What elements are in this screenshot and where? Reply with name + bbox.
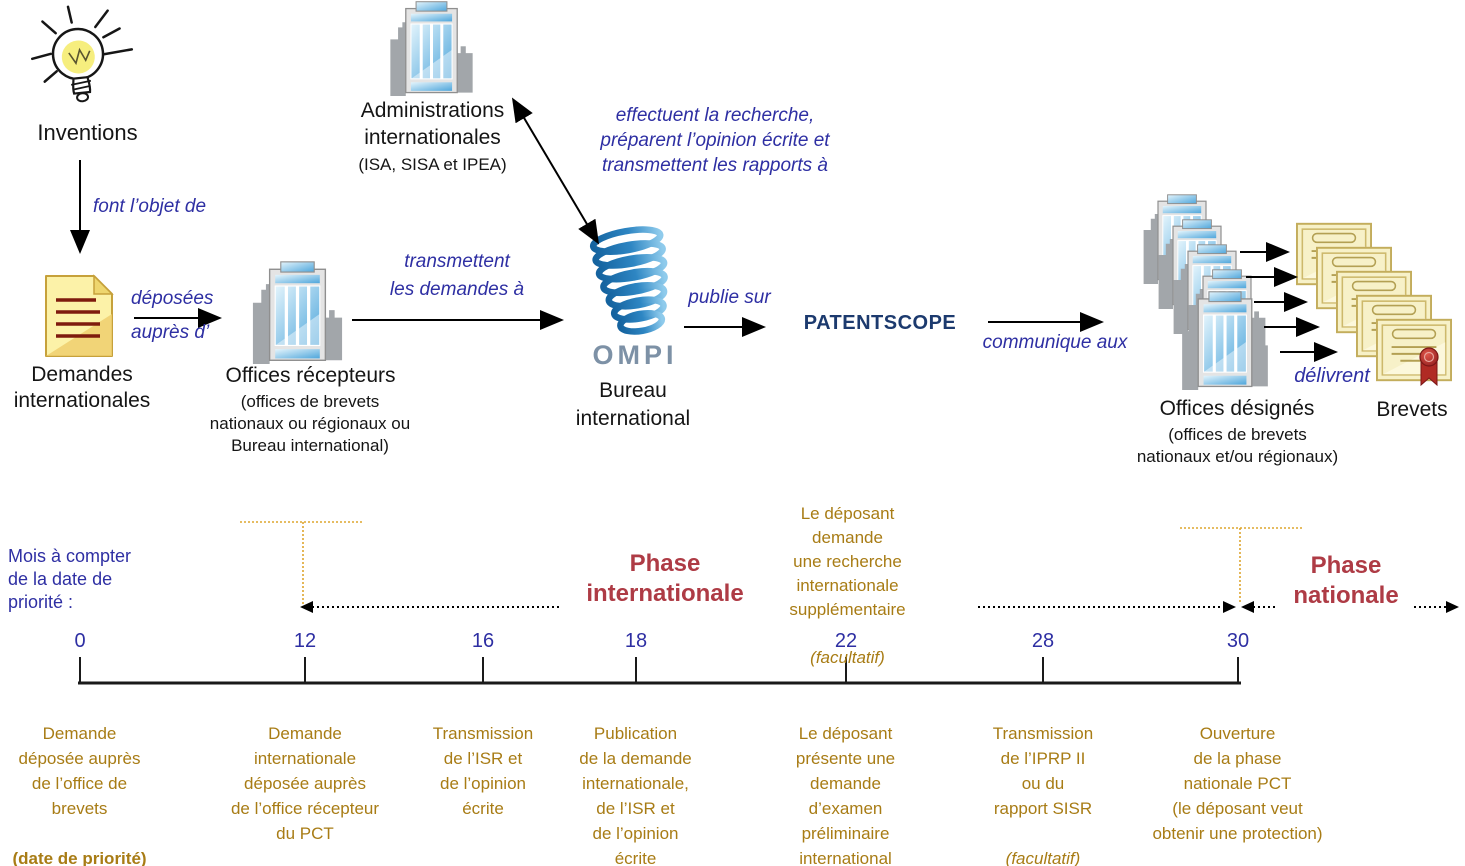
ompi-wordmark: OMPI xyxy=(592,340,678,370)
phase-internationale-label: Phase internationale xyxy=(586,550,744,607)
event-italic-note: (facultatif) xyxy=(1005,849,1081,866)
administrations-internationales-label: Administrations internationales xyxy=(360,99,505,149)
brevets-label: Brevets xyxy=(1376,398,1448,421)
transmettent-demandes-annotation: transmettent les demandes à xyxy=(389,251,525,300)
month-label-0: 0 xyxy=(74,630,86,652)
event-text: Transmission de l’IPRP II ou du rapport … xyxy=(992,724,1094,818)
event-text: Le déposant présente une demande d’exame… xyxy=(795,724,896,866)
administrations-subtitle: (ISA, SISA et IPEA) xyxy=(358,155,507,174)
flow-arrows xyxy=(70,97,1338,362)
timeline-event-month-12: Demande internationale déposée auprès de… xyxy=(205,696,405,866)
month-label-16: 16 xyxy=(471,630,495,652)
month-label-22: 22 xyxy=(834,630,858,652)
event-text: Publication de la demande internationale… xyxy=(579,724,692,866)
ompi-spiral-logo xyxy=(589,226,668,335)
delivrent-annotation: délivrent xyxy=(1294,365,1370,387)
event-bold-note: (date de priorité) xyxy=(12,849,147,866)
month-label-12: 12 xyxy=(293,630,317,652)
timeline-event-month-0: Demande déposée auprès de l’office de br… xyxy=(0,696,167,866)
effectuent-recherche-annotation: effectuent la recherche, préparent l’opi… xyxy=(600,105,830,176)
offices-designes-subtitle: (offices de brevets nationaux et/ou régi… xyxy=(1136,425,1339,466)
deposees-aupres-annotation: déposées auprès d’ xyxy=(131,288,214,343)
offices-recepteurs-label: Offices récepteurs xyxy=(225,364,396,387)
month-label-18: 18 xyxy=(624,630,648,652)
patentscope-label: PATENTSCOPE xyxy=(803,312,957,334)
timeline-axis xyxy=(78,657,1241,685)
inventions-label: Inventions xyxy=(37,120,138,145)
timeline-event-month-16: Transmission de l’ISR et de l’opinion éc… xyxy=(403,696,563,846)
month-label-30: 30 xyxy=(1226,630,1250,652)
priority-bracket-month-30 xyxy=(1180,527,1302,604)
document-icon xyxy=(45,274,114,357)
priority-bracket-month-12 xyxy=(240,521,362,604)
offices-recepteurs-subtitle: (offices de brevets nationaux ou régiona… xyxy=(209,392,411,455)
phase-span-arrows xyxy=(300,601,1459,613)
event-text: Demande déposée auprès de l’office de br… xyxy=(18,724,141,818)
publie-sur-annotation: publie sur xyxy=(688,287,771,308)
lightbulb-icon xyxy=(31,5,134,103)
bureau-international-label: Bureau international xyxy=(575,379,691,430)
building-stack-designated-offices xyxy=(1142,193,1270,390)
timeline-event-month-30: Ouverture de la phase nationale PCT (le … xyxy=(1120,696,1355,866)
month-label-28: 28 xyxy=(1031,630,1055,652)
event-text: Demande internationale déposée auprès de… xyxy=(230,724,380,843)
sisr-note-facultatif: (facultatif) xyxy=(810,648,885,667)
event-text: Ouverture de la phase nationale PCT (le … xyxy=(1152,724,1323,843)
phase-nationale-label: Phase nationale xyxy=(1293,552,1399,609)
building-icon-international-authorities xyxy=(388,0,475,96)
certificate-stack-patents xyxy=(1296,222,1452,387)
communique-aux-annotation: communique aux xyxy=(982,332,1128,353)
timeline-event-month-22: Le déposant présente une demande d’exame… xyxy=(763,696,928,866)
offices-designes-label: Offices désignés xyxy=(1159,397,1315,420)
font-objet-de-annotation: font l’objet de xyxy=(93,196,207,217)
timeline-intro-label: Mois à compter de la date de priorité : xyxy=(8,546,132,612)
demandes-internationales-label: Demandes internationales xyxy=(13,363,151,412)
timeline-event-month-18: Publication de la demande internationale… xyxy=(548,696,723,866)
sisr-request-note: Le déposant demande une recherche intern… xyxy=(765,478,930,694)
timeline-event-month-28: Transmission de l’IPRP II ou du rapport … xyxy=(968,696,1118,866)
building-icon-receiving-office xyxy=(251,260,344,364)
ribbon-seal-icon xyxy=(1419,347,1439,387)
sisr-note-text: Le déposant demande une recherche intern… xyxy=(789,504,906,619)
event-text: Transmission de l’ISR et de l’opinion éc… xyxy=(432,724,534,818)
